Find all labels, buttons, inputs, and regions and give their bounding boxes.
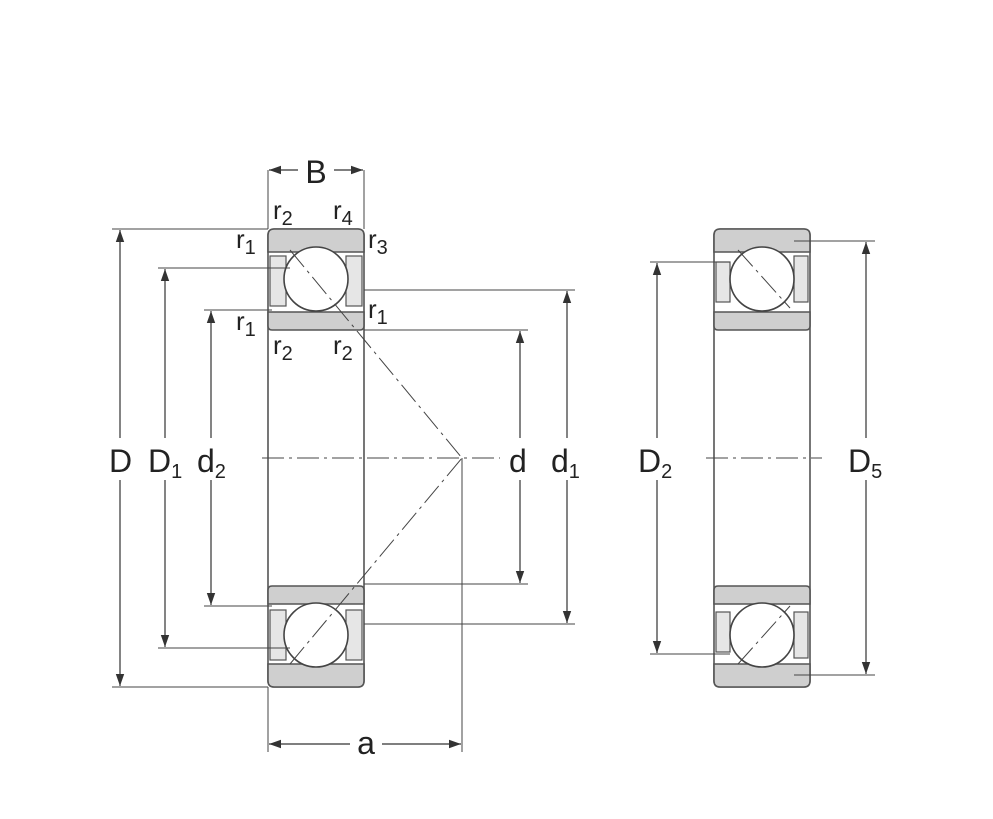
label-r1-right: r1: [368, 294, 388, 329]
label-D: D: [109, 443, 132, 479]
top-ball: [283, 246, 349, 312]
left-bearing: [112, 165, 575, 752]
label-r2-bottom-left: r2: [273, 330, 293, 365]
right-top-outer-ring: [713, 228, 811, 253]
right-top-contact-line: [737, 249, 791, 309]
bottom-outer-ring: [267, 663, 365, 688]
bottom-inner-ring: [267, 585, 365, 605]
label-B: B: [305, 154, 326, 190]
label-r1-bottom-left: r1: [236, 306, 256, 341]
contact-line-bottom: [289, 457, 463, 665]
label-d2: d2: [197, 443, 226, 483]
label-D2: D2: [638, 443, 672, 483]
contact-line-top: [289, 249, 463, 459]
right-bottom-ball: [729, 602, 795, 668]
bottom-ball: [283, 602, 349, 668]
label-D5: D5: [848, 443, 882, 483]
right-bottom-contact-line: [737, 605, 791, 665]
label-r1-top: r1: [236, 224, 256, 259]
right-bearing: [650, 228, 875, 688]
label-a: a: [357, 725, 375, 761]
right-bottom-outer-ring: [713, 663, 811, 688]
label-d: d: [509, 443, 527, 479]
right-top-inner-ring: [713, 311, 811, 331]
right-bottom-seal-left: [715, 611, 731, 653]
label-r4: r4: [333, 195, 353, 230]
right-top-ball: [729, 246, 795, 312]
right-top-seal-left: [715, 261, 731, 303]
right-bottom-seal-right: [793, 611, 809, 659]
label-r2-top-left: r2: [273, 195, 293, 230]
top-inner-ring: [267, 311, 365, 331]
label-D1: D1: [148, 443, 182, 483]
label-r2-bottom-right: r2: [333, 330, 353, 365]
right-bottom-inner-ring: [713, 585, 811, 605]
label-r3: r3: [368, 224, 388, 259]
label-d1: d1: [551, 443, 580, 483]
top-outer-ring: [267, 228, 365, 253]
right-top-seal-right: [793, 255, 809, 303]
